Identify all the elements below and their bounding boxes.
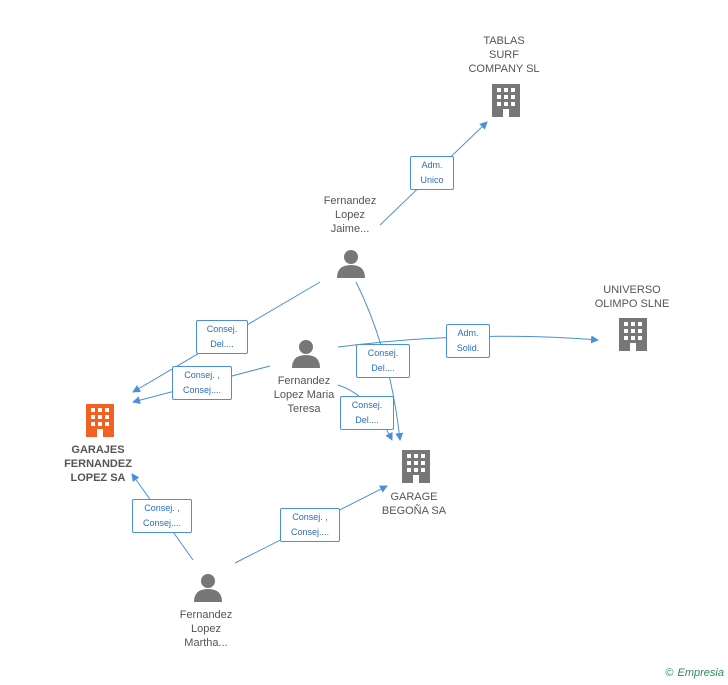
- building-icon: [402, 450, 430, 483]
- edge-label-adm-solid: Adm. Solid.: [446, 324, 490, 358]
- edge-label-consej-del-jaime-garajes: Consej. Del....: [196, 320, 248, 354]
- company-label-tablas[interactable]: TABLAS SURF COMPANY SL: [468, 35, 540, 75]
- person-icon: [337, 250, 365, 278]
- brand-footer: ©Empresia: [665, 667, 724, 679]
- building-icon: [619, 318, 647, 351]
- person-label-martha[interactable]: Fernandez Lopez Martha...: [179, 609, 233, 649]
- brand-logo: Empresia: [677, 667, 724, 679]
- company-label-universo[interactable]: UNIVERSO OLIMPO SLNE: [594, 284, 670, 310]
- company-label-garage[interactable]: GARAGE BEGOÑA SA: [381, 491, 447, 517]
- edge-label-consej-martha-garajes: Consej. , Consej....: [132, 499, 192, 533]
- company-label-garajes[interactable]: GARAJES FERNANDEZ LOPEZ SA: [64, 444, 132, 484]
- person-icon: [292, 340, 320, 368]
- edge-label-consej-martha-garage: Consej. , Consej....: [280, 508, 340, 542]
- person-label-jaime[interactable]: Fernandez Lopez Jaime...: [323, 195, 377, 235]
- building-icon: [492, 84, 520, 117]
- edge-label-consej-del-teresa-garage: Consej. Del....: [340, 396, 394, 430]
- person-label-teresa[interactable]: Fernandez Lopez Maria Teresa: [273, 375, 335, 415]
- focus-building-icon: [86, 404, 114, 437]
- edge-label-consej-del-jaime-garage: Consej. Del....: [356, 344, 410, 378]
- copyright-symbol: ©: [665, 667, 674, 679]
- person-icon: [194, 574, 222, 602]
- edge-label-consej-teresa-garajes: Consej. , Consej....: [172, 366, 232, 400]
- edge-label-adm-unico: Adm. Unico: [410, 156, 454, 190]
